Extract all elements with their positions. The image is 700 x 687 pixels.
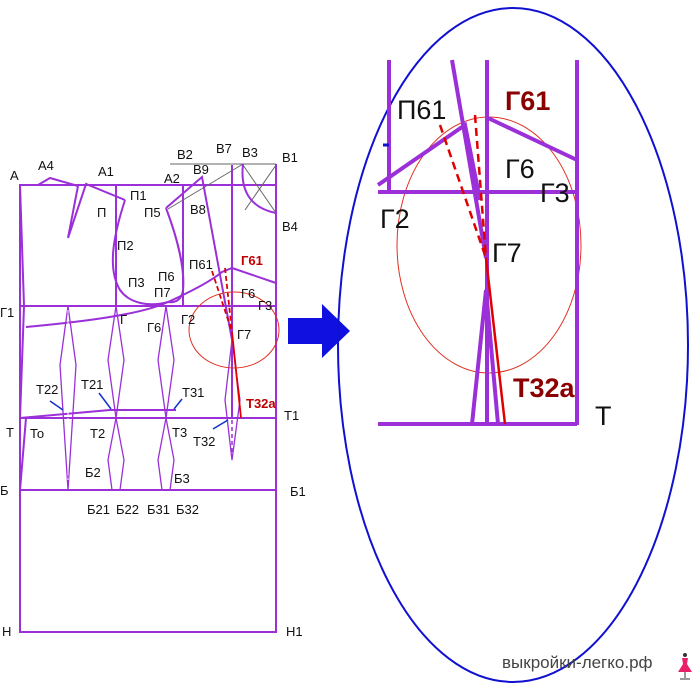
label: Т1: [284, 408, 299, 423]
zoom-detail: П61 Г61 Г6 Г3 Г2 Г7 Т32а Т: [337, 7, 689, 683]
zoom-label: Г61: [505, 86, 550, 116]
label: П2: [117, 238, 134, 253]
highlight-lines: [188, 267, 280, 419]
label: В2: [177, 147, 193, 162]
zoom-label: Т: [595, 401, 612, 431]
label: Г7: [237, 327, 251, 342]
point-labels: А А4 А1 П1 П П2 П3 А2 П5 В9 В8 В2 В7 В3 …: [0, 141, 306, 639]
pattern-outline: [19, 163, 277, 491]
label: Б22: [116, 502, 139, 517]
label: Г: [120, 312, 127, 327]
pointer-lines: [49, 392, 229, 430]
label: В8: [190, 202, 206, 217]
label: Г6: [241, 286, 255, 301]
watermark-text: выкройки-легко.рф: [502, 653, 653, 672]
pattern-grid: [19, 163, 277, 633]
label: П6: [158, 269, 175, 284]
zoom-label: П61: [397, 95, 446, 125]
label: Б31: [147, 502, 170, 517]
label: Т21: [81, 377, 103, 392]
zoom-label: Г2: [380, 204, 410, 234]
label: В4: [282, 219, 298, 234]
label: Н: [2, 624, 11, 639]
label: А4: [38, 158, 54, 173]
label: Г6: [147, 320, 161, 335]
label: Г3: [258, 298, 272, 313]
label: Б3: [174, 471, 190, 486]
label: Г1: [0, 305, 14, 320]
label: Т22: [36, 382, 58, 397]
zoom-label: Г7: [492, 238, 522, 268]
label: Б21: [87, 502, 110, 517]
dress-form-icon: [678, 653, 692, 680]
label: Б2: [85, 465, 101, 480]
label: В7: [216, 141, 232, 156]
zoom-label: Т32а: [513, 373, 576, 403]
label: В1: [282, 150, 298, 165]
label: Н1: [286, 624, 303, 639]
label: П7: [154, 285, 171, 300]
label: Т2: [90, 426, 105, 441]
label: Т32а: [246, 396, 276, 411]
arrow-right-icon: [288, 304, 350, 358]
zoom-label: Г3: [540, 178, 570, 208]
label: Б32: [176, 502, 199, 517]
label: Г61: [241, 253, 263, 268]
label: Т: [6, 425, 14, 440]
label: Б: [0, 483, 9, 498]
label: Б1: [290, 484, 306, 499]
label: А2: [164, 171, 180, 186]
label: П: [97, 205, 106, 220]
zoom-label: Г6: [505, 154, 535, 184]
label: П1: [130, 188, 147, 203]
label: Т3: [172, 425, 187, 440]
label: П3: [128, 275, 145, 290]
label: А1: [98, 164, 114, 179]
label: То: [30, 426, 44, 441]
label: Т31: [182, 385, 204, 400]
label: В3: [242, 145, 258, 160]
label: А: [10, 168, 19, 183]
label: Г2: [181, 312, 195, 327]
label: П5: [144, 205, 161, 220]
label: Т32: [193, 434, 215, 449]
label: П61: [189, 257, 213, 272]
label: В9: [193, 162, 209, 177]
